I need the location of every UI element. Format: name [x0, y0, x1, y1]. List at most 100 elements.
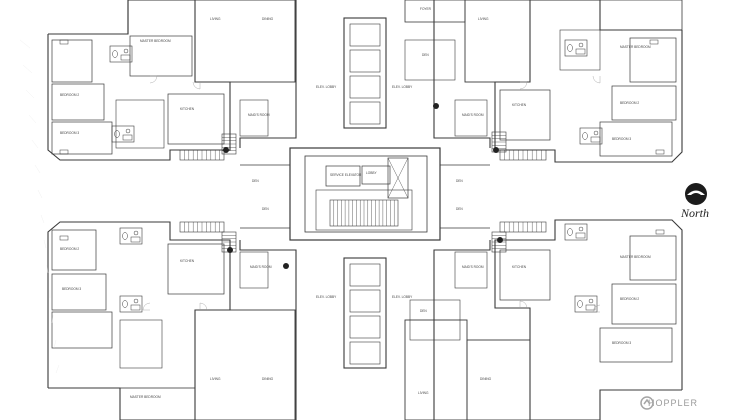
- background-mark: [22, 64, 33, 74]
- background-mark: [19, 39, 31, 49]
- room-label: DINING: [262, 377, 274, 381]
- shaft-x: [387, 157, 409, 199]
- room-label: BEDROOM 2: [60, 247, 79, 251]
- window-mark: [649, 39, 659, 45]
- window-mark: [59, 39, 69, 45]
- room-label: DEN: [252, 179, 259, 183]
- bath-sw-a-tub: [130, 236, 141, 243]
- watermark-mark-icon: [640, 396, 654, 410]
- living-north-west: [194, 0, 296, 83]
- room-label: DEN: [422, 53, 429, 57]
- maid-room-se: [454, 251, 488, 289]
- door-swing: [519, 81, 528, 90]
- bath-ne-b-tub: [590, 136, 601, 143]
- room-label: BEDROOM 2: [60, 93, 79, 97]
- elevator-car: [349, 289, 381, 313]
- room-label: MASTER BEDROOM: [130, 395, 161, 399]
- bedroom-nw-1: [51, 39, 93, 83]
- maid-room-nw: [239, 99, 269, 137]
- living-north-east: [464, 0, 531, 83]
- core-inner: [304, 155, 428, 233]
- room-label: BEDROOM 2: [620, 101, 639, 105]
- bath-se-b-bath: [574, 295, 598, 313]
- column: [223, 147, 229, 153]
- room-label: BEDROOM 3: [62, 287, 81, 291]
- window-mark: [655, 149, 665, 155]
- bedroom-se-2: [611, 283, 677, 325]
- corridor-wall: [239, 240, 297, 420]
- background-mark: [46, 264, 49, 274]
- bath-sw-b-tub: [130, 304, 141, 311]
- room-label: DEN: [262, 207, 269, 211]
- background-mark: [43, 239, 47, 249]
- elevator-bank-south: [343, 257, 387, 369]
- bath-nw-a-tub: [120, 54, 131, 61]
- bath-nw-b-sink: [125, 128, 131, 134]
- core-room: [361, 165, 391, 185]
- room-label: MASTER BEDROOM: [620, 255, 651, 259]
- living-south: [404, 319, 468, 420]
- bath-nw-b-toilet: [114, 130, 120, 138]
- unit-se: [494, 219, 683, 420]
- room-label: DEN: [456, 207, 463, 211]
- foyer-north-east: [404, 0, 466, 23]
- bedroom-nw-2: [51, 83, 105, 121]
- room-label: BEDROOM 3: [60, 131, 79, 135]
- room-label: BEDROOM 3: [612, 137, 631, 141]
- room-label: MAID'S ROOM: [462, 113, 484, 117]
- column: [497, 237, 503, 243]
- elevator-car: [349, 341, 381, 365]
- background-mark: [51, 314, 54, 324]
- column: [493, 147, 499, 153]
- room-label: MAID'S ROOM: [462, 265, 484, 269]
- bath-nw-b-bath: [111, 125, 135, 143]
- bath-se-a-bath: [564, 223, 588, 241]
- room-label: MAID'S ROOM: [250, 265, 272, 269]
- window-mark: [655, 229, 665, 235]
- north-arrow-icon: [685, 183, 707, 205]
- elevator-car: [349, 315, 381, 339]
- living-south-west: [194, 309, 296, 420]
- kitchen-nw: [167, 93, 225, 145]
- room-label: ELEV. LOBBY: [316, 295, 337, 299]
- bath-nw-a-toilet: [112, 50, 118, 58]
- bath-se-a-tub: [575, 232, 586, 239]
- room-label: KITCHEN: [180, 259, 195, 263]
- kitchen-se: [499, 249, 551, 301]
- room-label: LIVING: [418, 391, 429, 395]
- door-swing: [592, 304, 601, 313]
- master-bedroom-sw: [119, 387, 196, 420]
- bath-nw-a-bath: [109, 45, 133, 63]
- bath-ne-a-tub: [575, 48, 586, 55]
- window-mark: [59, 149, 69, 155]
- bath-se-a-sink: [578, 226, 584, 232]
- door-swing: [519, 300, 528, 309]
- background-mark: [40, 214, 45, 224]
- living-south-east: [466, 339, 531, 420]
- elevator-car: [349, 49, 381, 73]
- bath-sw-b-bath: [119, 295, 143, 313]
- utility-nw: [115, 99, 165, 149]
- room-label: BEDROOM 2: [620, 297, 639, 301]
- bath-sw-a-bath: [119, 227, 143, 245]
- elevator-car: [349, 263, 381, 287]
- background-mark: [28, 114, 37, 124]
- bath-sw-a-sink: [133, 230, 139, 236]
- bedroom-ne-1: [629, 37, 677, 83]
- background-mark: [37, 189, 43, 199]
- bath-sw-a-toilet: [122, 232, 128, 240]
- elevator-car: [349, 75, 381, 99]
- den-se: [409, 299, 461, 341]
- window-mark: [59, 235, 69, 241]
- room-label: LIVING: [478, 17, 489, 21]
- column: [227, 247, 233, 253]
- room-label: ELEV. LOBBY: [392, 295, 413, 299]
- door-swing: [149, 75, 158, 84]
- bedroom-sw-1: [51, 229, 97, 271]
- maid-room-sw: [239, 251, 269, 289]
- bath-ne-a-sink: [578, 42, 584, 48]
- bath-ne-b-bath: [579, 127, 603, 145]
- unit-ne: [494, 0, 683, 163]
